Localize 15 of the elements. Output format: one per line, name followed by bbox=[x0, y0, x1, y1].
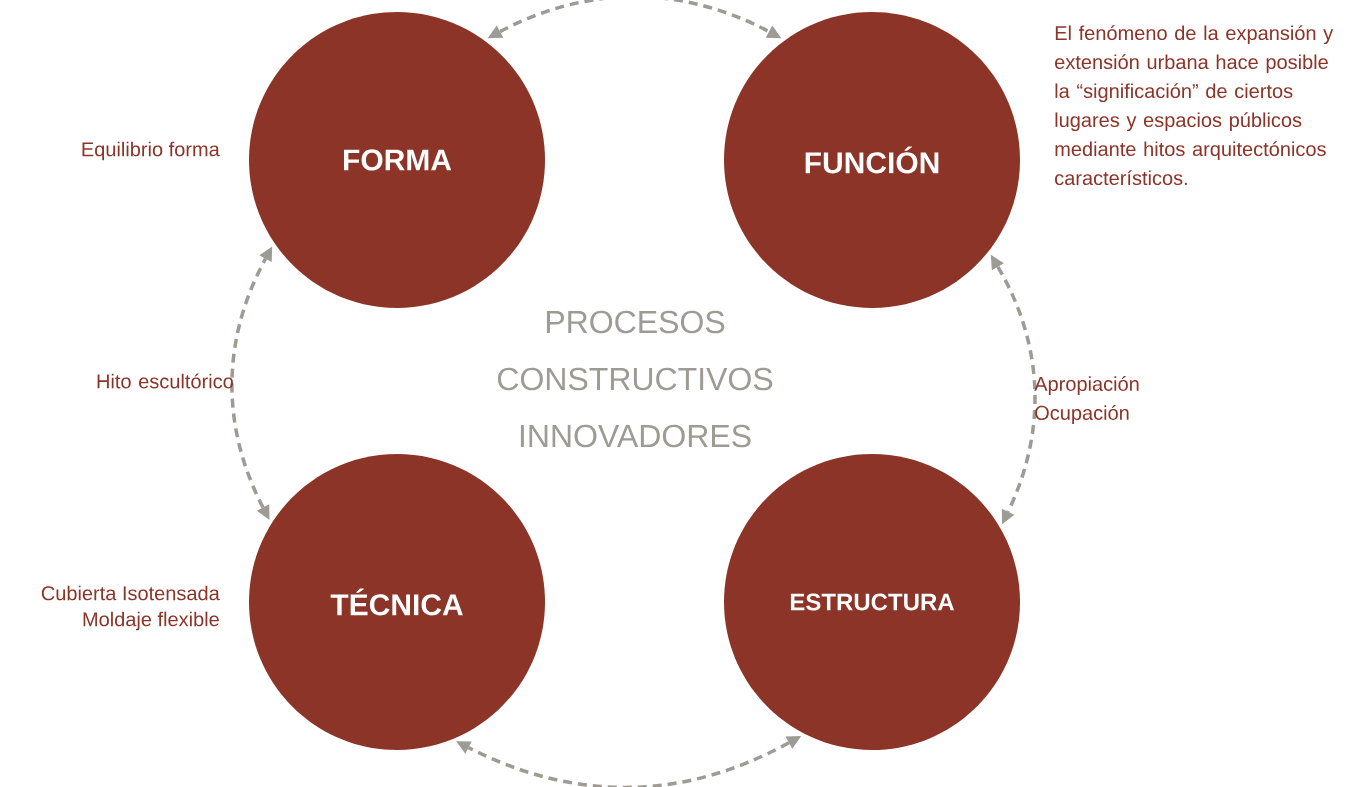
note-text: El fenómeno de la expansión y extensión urbana hace posible la “significación” de ciertos lugares y espacios públicos mediante hitos arquitectónicos característicos. bbox=[1055, 25, 1334, 186]
note-text: Moldaje flexible bbox=[83, 611, 219, 631]
edge-label: Apropiación Ocupación bbox=[1034, 376, 1139, 424]
note-text: Equilibrio forma bbox=[82, 141, 220, 161]
arrow bbox=[487, 0, 782, 39]
arrow bbox=[990, 254, 1037, 525]
circle-node: ESTRUCTURA bbox=[724, 454, 1020, 750]
arrow bbox=[456, 735, 802, 787]
edge-label: Hito escultórico bbox=[97, 373, 233, 389]
note-text: Cubierta Isotensada bbox=[41, 585, 220, 601]
circle-node: TÉCNICA bbox=[249, 454, 545, 750]
center-title: PROCESOS CONSTRUCTIVOS INNOVADORES bbox=[497, 310, 773, 448]
circle-node: FORMA bbox=[249, 12, 545, 308]
arrow bbox=[230, 246, 273, 520]
circle-node: FUNCIÓN bbox=[724, 12, 1020, 308]
